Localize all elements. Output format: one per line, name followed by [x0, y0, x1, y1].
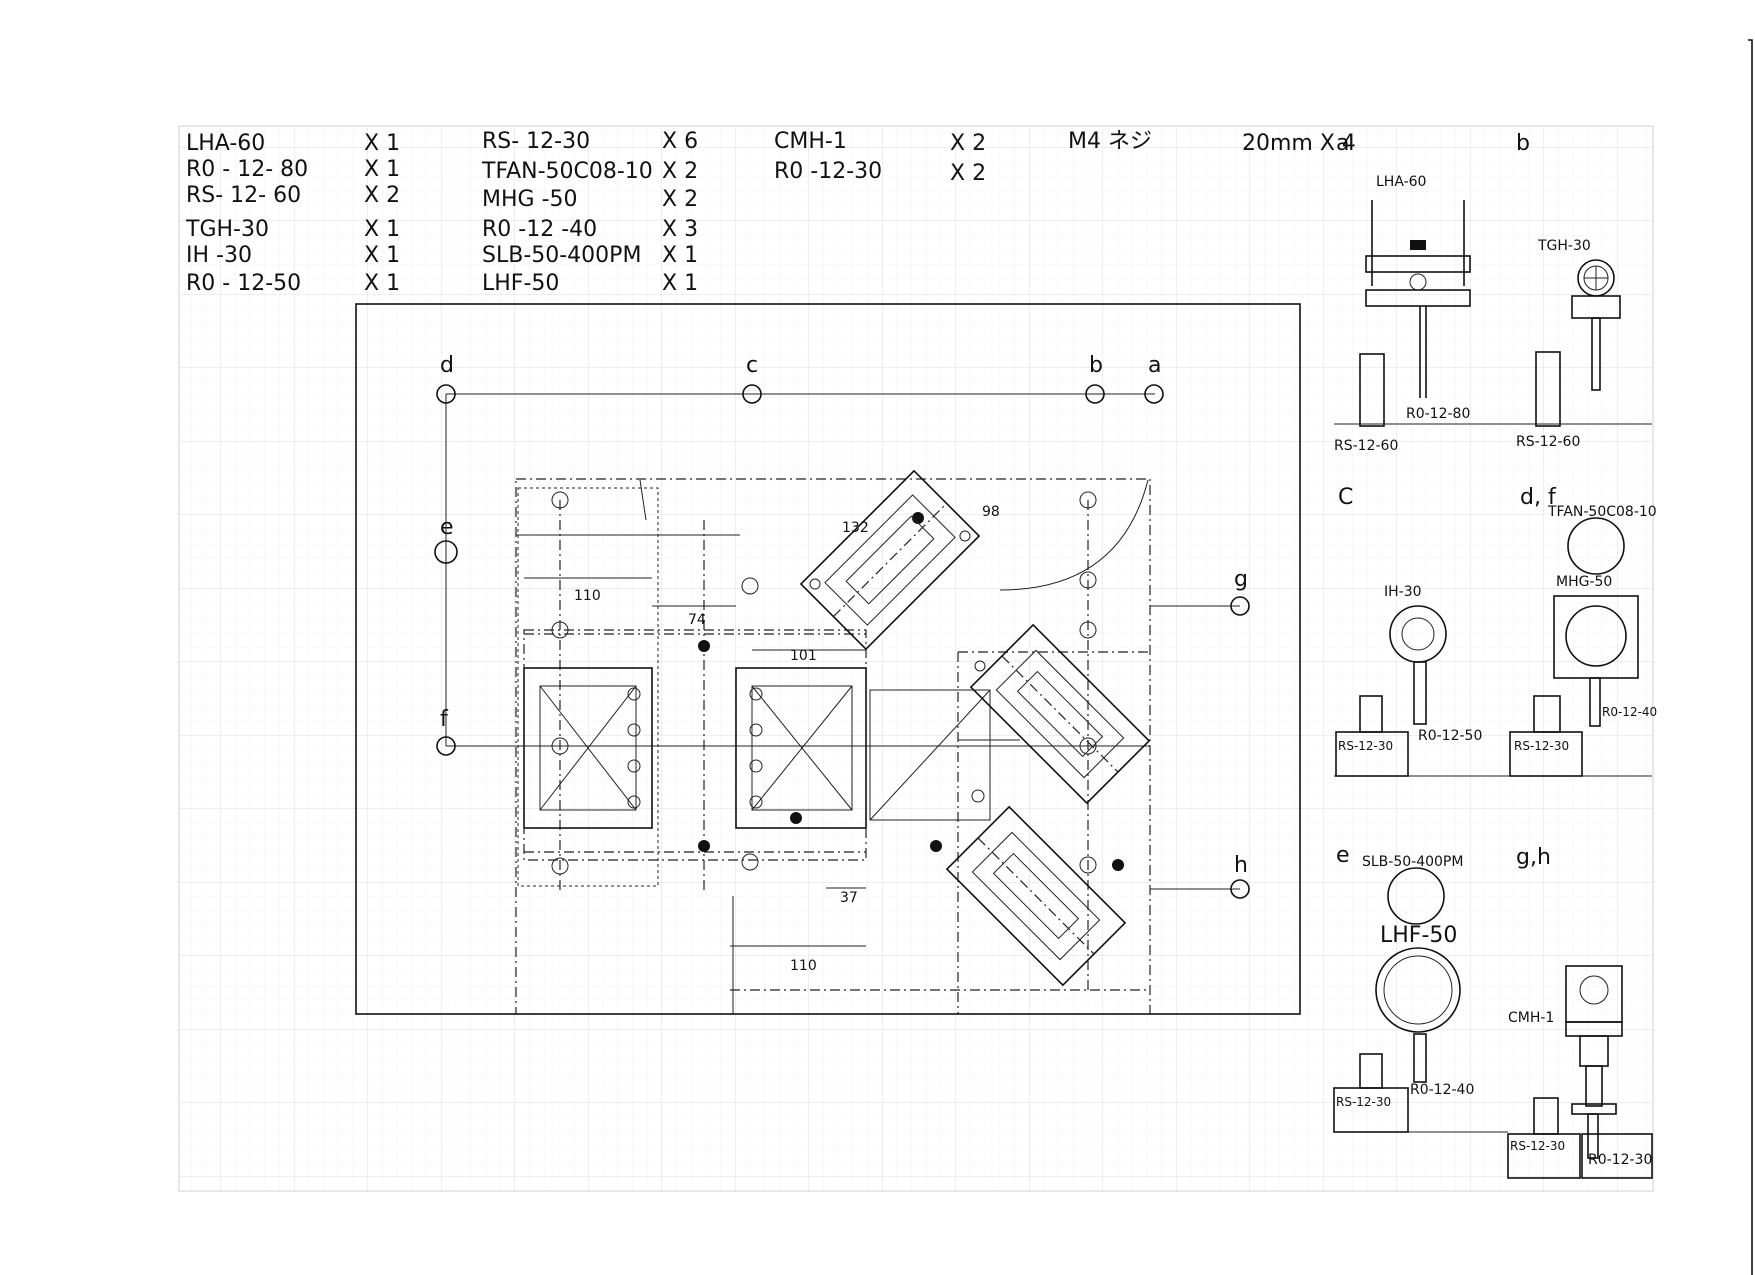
detail-gh-part: R0-12-30 — [1588, 1152, 1652, 1168]
dim-37: 37 — [840, 890, 858, 906]
parts-name: TFAN-50C08-10 — [481, 159, 653, 184]
label-e: e — [440, 515, 454, 540]
alignment-lines — [445, 393, 1240, 890]
detail-df: d, f TFAN-50C08-10 MHG-50 R0-12-40 RS-12… — [1509, 485, 1657, 777]
parts-name: TGH-30 — [185, 217, 269, 242]
dim-110: 110 — [574, 588, 601, 604]
parts-qty: X 3 — [662, 217, 698, 242]
parts-name: R0 - 12-50 — [186, 271, 301, 296]
detail-b-part: TGH-30 — [1537, 238, 1591, 254]
label-c: c — [746, 353, 758, 378]
detail-gh-part: RS-12-30 — [1510, 1139, 1565, 1153]
detail-c-part: R0-12-50 — [1418, 728, 1482, 744]
parts-name: R0 - 12- 80 — [186, 157, 308, 182]
dimension-labels: 110 74 101 132 98 110 37 — [574, 504, 1000, 974]
marker-g — [1230, 596, 1250, 616]
marker-f — [436, 736, 456, 756]
marker-c — [742, 384, 762, 404]
detail-e-key: e — [1336, 843, 1350, 868]
parts-qty: X 1 — [364, 243, 400, 268]
detail-e-part: SLB-50-400PM — [1362, 854, 1463, 870]
label-h: h — [1234, 853, 1248, 878]
dim-101: 101 — [790, 648, 817, 664]
parts-name: CMH-1 — [774, 129, 847, 154]
parts-qty: 20mm X 4 — [1242, 131, 1356, 156]
detail-c-key: C — [1338, 485, 1353, 510]
detail-a-part: R0-12-80 — [1406, 406, 1470, 422]
parts-qty: X 2 — [950, 161, 986, 186]
label-f: f — [440, 707, 449, 732]
label-g: g — [1234, 567, 1248, 592]
detail-a-part: RS-12-60 — [1334, 438, 1398, 454]
parts-name: RS- 12- 60 — [186, 183, 301, 208]
detail-df-part: MHG-50 — [1556, 574, 1612, 590]
detail-c-part: RS-12-30 — [1338, 739, 1393, 753]
detail-df-key: d, f — [1520, 485, 1557, 510]
marker-e — [434, 540, 458, 564]
dim-110-lower: 110 — [790, 958, 817, 974]
bolts — [551, 491, 1124, 875]
parts-qty: X 1 — [364, 157, 400, 182]
detail-df-part: R0-12-40 — [1602, 705, 1657, 719]
parts-name: LHF-50 — [482, 271, 559, 296]
marker-h — [1230, 879, 1250, 899]
detail-e-part: R0-12-40 — [1410, 1082, 1474, 1098]
detail-df-part: TFAN-50C08-10 — [1547, 504, 1657, 520]
detail-df-part: RS-12-30 — [1514, 739, 1569, 753]
parts-name: R0 -12-30 — [774, 159, 882, 184]
parts-name: MHG -50 — [482, 187, 578, 212]
label-a: a — [1148, 353, 1161, 378]
dashed-frames — [516, 487, 1150, 991]
dimensions — [524, 577, 866, 947]
parts-qty: X 1 — [364, 131, 400, 156]
parts-list: LHA-60 X 1 R0 - 12- 80 X 1 RS- 12- 60 X … — [185, 129, 1356, 296]
parts-qty: X 6 — [662, 129, 698, 154]
parts-qty: X 1 — [364, 217, 400, 242]
parts-name: SLB-50-400PM — [482, 243, 641, 268]
parts-name: R0 -12 -40 — [482, 217, 597, 242]
label-d: d — [440, 353, 454, 378]
fixture-top — [799, 469, 981, 651]
detail-b-part: RS-12-60 — [1516, 434, 1580, 450]
dim-132: 132 — [842, 520, 869, 536]
parts-name: M4 ネジ — [1068, 129, 1152, 154]
arc-line — [999, 479, 1149, 591]
detail-a: a LHA-60 R0-12-80 RS-12-60 — [1334, 131, 1471, 454]
detail-e-part: LHF-50 — [1380, 923, 1457, 948]
dim-74: 74 — [688, 612, 706, 628]
marker-d — [436, 384, 456, 404]
parts-qty: X 2 — [950, 131, 986, 156]
detail-gh-part: CMH-1 — [1508, 1010, 1554, 1026]
detail-gh-key: g,h — [1516, 845, 1551, 870]
parts-qty: X 2 — [364, 183, 400, 208]
detail-c-part: IH-30 — [1384, 584, 1422, 600]
parts-qty: X 2 — [662, 187, 698, 212]
fixture-right-top — [969, 623, 1151, 805]
fixture-right-bottom — [945, 805, 1127, 987]
parts-qty: X 1 — [364, 271, 400, 296]
detail-c: C IH-30 R0-12-50 RS-12-30 — [1335, 485, 1482, 777]
parts-name: RS- 12-30 — [482, 129, 590, 154]
parts-name: LHA-60 — [186, 131, 265, 156]
marker-b — [1085, 384, 1105, 404]
detail-e-part: RS-12-30 — [1336, 1095, 1391, 1109]
page-edge — [1748, 39, 1753, 1275]
detail-gh: g,h CMH-1 RS-12-30 R0-12-30 — [1507, 845, 1653, 1179]
detail-b-key: b — [1516, 131, 1530, 156]
position-markers — [434, 384, 1250, 899]
parts-qty: X 2 — [662, 159, 698, 184]
parts-qty: X 1 — [662, 243, 698, 268]
label-b: b — [1089, 353, 1103, 378]
parts-name: IH -30 — [186, 243, 252, 268]
detail-a-key: a — [1336, 131, 1349, 156]
marker-a — [1144, 384, 1164, 404]
detail-b: b TGH-30 RS-12-60 — [1516, 131, 1621, 450]
dim-98: 98 — [982, 504, 1000, 520]
detail-e: e SLB-50-400PM LHF-50 R0-12-40 RS-12-30 — [1333, 843, 1474, 1133]
parts-qty: X 1 — [662, 271, 698, 296]
position-labels: d c b a e f g h — [440, 353, 1248, 878]
detail-a-part: LHA-60 — [1376, 174, 1426, 190]
